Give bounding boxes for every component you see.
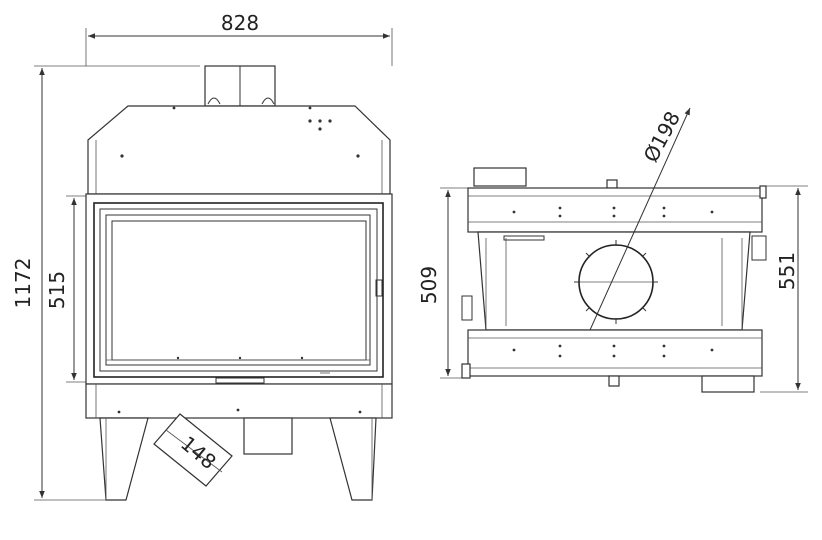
width-dimension: 828 [85, 11, 393, 66]
height-label: 1172 [11, 258, 35, 309]
upper-housing [87, 105, 391, 195]
door-frame [85, 193, 393, 385]
door-height-label: 515 [45, 271, 69, 309]
width-label: 828 [221, 11, 259, 35]
overall-depth-dimension: 551 [760, 185, 808, 393]
diameter-label: Ø198 [639, 107, 686, 166]
corner-clip-right [759, 185, 767, 199]
depth-dimension: 509 [417, 187, 470, 379]
top-rail [467, 187, 763, 233]
flue-collar [204, 65, 276, 107]
top-stud [606, 179, 618, 189]
top-tab [473, 167, 527, 187]
front-view: 828 1172 515 [11, 11, 393, 501]
lower-body [85, 383, 393, 419]
bottom-rail [467, 329, 763, 377]
height-dimension: 1172 [11, 65, 200, 501]
overall-depth-label: 551 [775, 252, 799, 290]
door-height-dimension: 515 [45, 195, 90, 383]
corner-clip-left [461, 363, 471, 379]
bottom-stud [608, 375, 620, 387]
legs [99, 417, 377, 501]
depth-label: 509 [417, 266, 441, 304]
middle-body [461, 231, 767, 331]
side-view: 509 551 [417, 107, 808, 393]
bottom-tab [701, 375, 755, 393]
bottom-outlet: 148 [153, 413, 293, 487]
flue-opening [574, 240, 658, 324]
